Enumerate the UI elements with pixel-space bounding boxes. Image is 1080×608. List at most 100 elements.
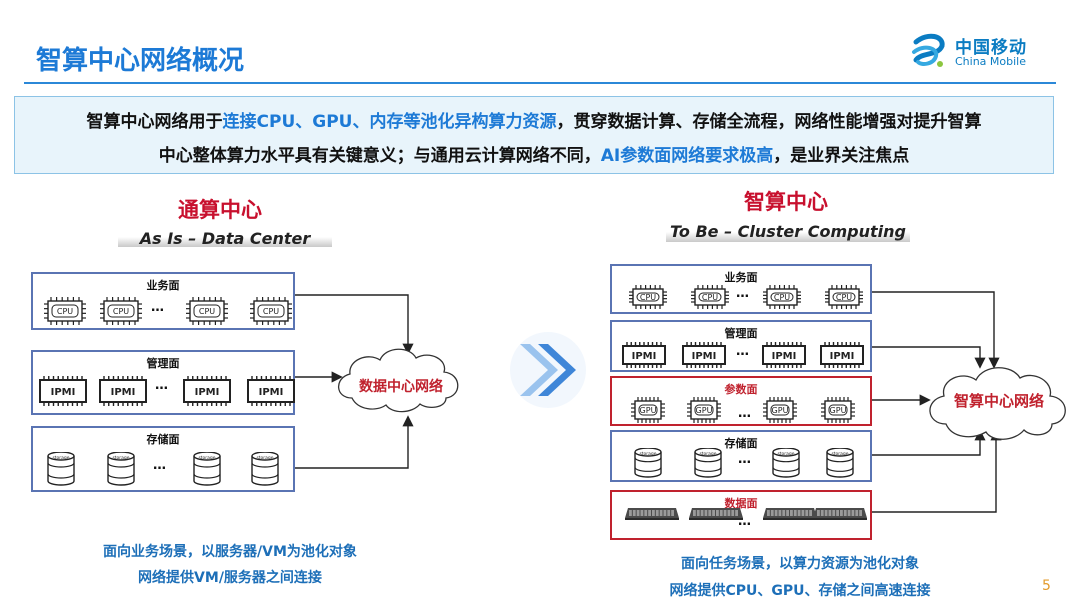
page-title: 智算中心网络概况	[36, 46, 245, 76]
svg-text:CPU: CPU	[113, 307, 129, 316]
more-ellipsis: …	[736, 344, 750, 359]
gpu-chip-icon: GPU	[630, 396, 666, 428]
right-arrow-business	[872, 291, 1000, 369]
ipmi-chip-icon: IPMI	[762, 342, 806, 372]
svg-text:storage: storage	[256, 455, 273, 461]
more-ellipsis: …	[738, 514, 752, 529]
svg-text:IPMI: IPMI	[111, 387, 136, 398]
cpu-chip-icon: CPU	[628, 284, 668, 314]
svg-text:IPMI: IPMI	[772, 351, 797, 362]
svg-text:storage: storage	[831, 451, 848, 457]
more-ellipsis: …	[155, 378, 169, 393]
svg-text:IPMI: IPMI	[692, 351, 717, 362]
left-arrow-business	[295, 294, 414, 355]
switch-chip-icon	[688, 506, 744, 525]
callout-line-1: 智算中心网络用于连接CPU、GPU、内存等池化异构算力资源，贯穿数据计算、存储全…	[15, 107, 1053, 132]
svg-text:IPMI: IPMI	[830, 351, 855, 362]
left-section-title: 通算中心	[178, 198, 262, 222]
right-arrow-data	[872, 429, 1002, 513]
callout-segment-highlight: AI参数面网络要求极高	[600, 146, 774, 166]
switch-chip-icon	[762, 506, 818, 525]
right-plane-box: 参数面 GPU GPU GPU GPU …	[610, 376, 872, 426]
right-section-title: 智算中心	[744, 190, 828, 214]
right-network-label: 智算中心网络	[953, 392, 1044, 410]
svg-text:storage: storage	[112, 455, 129, 461]
svg-text:IPMI: IPMI	[51, 387, 76, 398]
right-plane-box: 业务面 CPU CPU CPU CPU …	[610, 264, 872, 314]
ipmi-chip-icon: IPMI	[820, 342, 864, 372]
left-footer-line-1: 面向业务场景，以服务器/VM为池化对象	[103, 544, 357, 560]
left-plane-box: 管理面 IPMI IPMI IPMI IPMI …	[31, 350, 295, 415]
right-plane-box: 数据面…	[610, 490, 872, 540]
gpu-chip-icon: GPU	[820, 396, 856, 428]
svg-text:GPU: GPU	[640, 406, 657, 415]
transition-chevron-icon	[510, 332, 586, 408]
right-plane-label: 参数面	[724, 383, 758, 396]
cpu-chip-icon: CPU	[43, 296, 87, 330]
storage-chip-icon: storage	[251, 451, 279, 490]
svg-text:CPU: CPU	[263, 307, 279, 316]
storage-chip-icon: storage	[47, 451, 75, 490]
right-section-subtitle: To Be – Cluster Computing	[670, 222, 906, 241]
more-ellipsis: …	[738, 452, 752, 467]
storage-chip-icon: storage	[772, 447, 800, 482]
svg-text:storage: storage	[198, 455, 215, 461]
cpu-chip-icon: CPU	[824, 284, 864, 314]
summary-callout: 智算中心网络用于连接CPU、GPU、内存等池化异构算力资源，贯穿数据计算、存储全…	[14, 96, 1054, 174]
more-ellipsis: …	[736, 286, 750, 301]
svg-text:CPU: CPU	[57, 307, 73, 316]
storage-chip-icon: storage	[193, 451, 221, 490]
left-plane-label: 管理面	[146, 357, 180, 370]
left-arrow-storage	[295, 415, 414, 469]
svg-text:IPMI: IPMI	[195, 387, 220, 398]
svg-text:IPMI: IPMI	[259, 387, 284, 398]
ipmi-chip-icon: IPMI	[99, 376, 147, 410]
svg-text:CPU: CPU	[199, 307, 215, 316]
svg-text:storage: storage	[52, 455, 69, 461]
cpu-chip-icon: CPU	[762, 284, 802, 314]
left-plane-box: 存储面 storage storage storage storage …	[31, 426, 295, 492]
right-plane-label: 管理面	[724, 327, 758, 340]
svg-text:GPU: GPU	[772, 406, 789, 415]
page-number: 5	[1042, 578, 1051, 594]
svg-text:IPMI: IPMI	[632, 351, 657, 362]
cpu-chip-icon: CPU	[99, 296, 143, 330]
gpu-chip-icon: GPU	[762, 396, 798, 428]
ipmi-chip-icon: IPMI	[183, 376, 231, 410]
left-plane-label: 业务面	[146, 279, 180, 292]
left-footer-line-2: 网络提供VM/服务器之间连接	[138, 570, 322, 586]
logo-text-cn: 中国移动	[955, 38, 1027, 58]
left-plane-label: 存储面	[146, 433, 180, 446]
callout-segment: ，贯穿数据计算、存储全流程，网络性能增强对提升智算	[556, 112, 982, 132]
right-plane-label: 存储面	[724, 437, 758, 450]
more-ellipsis: …	[153, 458, 167, 473]
cpu-chip-icon: CPU	[185, 296, 229, 330]
cpu-chip-icon: CPU	[249, 296, 293, 330]
left-section-subtitle: As Is – Data Center	[139, 229, 311, 248]
svg-text:GPU: GPU	[830, 406, 847, 415]
gpu-chip-icon: GPU	[686, 396, 722, 428]
more-ellipsis: …	[738, 406, 752, 421]
svg-text:GPU: GPU	[696, 406, 713, 415]
svg-text:CPU: CPU	[640, 293, 656, 302]
svg-text:CPU: CPU	[836, 293, 852, 302]
right-plane-label: 业务面	[724, 271, 758, 284]
right-network-cloud-icon	[929, 367, 1066, 440]
right-subtitle-shadow	[666, 232, 910, 242]
storage-chip-icon: storage	[826, 447, 854, 482]
storage-chip-icon: storage	[107, 451, 135, 490]
left-network-cloud-icon	[337, 348, 459, 413]
right-footer-line-1: 面向任务场景，以算力资源为池化对象	[681, 556, 919, 572]
svg-text:storage: storage	[699, 451, 716, 457]
svg-text:storage: storage	[777, 451, 794, 457]
switch-chip-icon	[624, 506, 680, 525]
china-mobile-logo-icon	[908, 30, 950, 72]
cpu-chip-icon: CPU	[690, 284, 730, 314]
ipmi-chip-icon: IPMI	[247, 376, 295, 410]
right-plane-box: 管理面 IPMI IPMI IPMI IPMI …	[610, 320, 872, 372]
left-network-label: 数据中心网络	[359, 379, 443, 395]
svg-text:CPU: CPU	[702, 293, 718, 302]
